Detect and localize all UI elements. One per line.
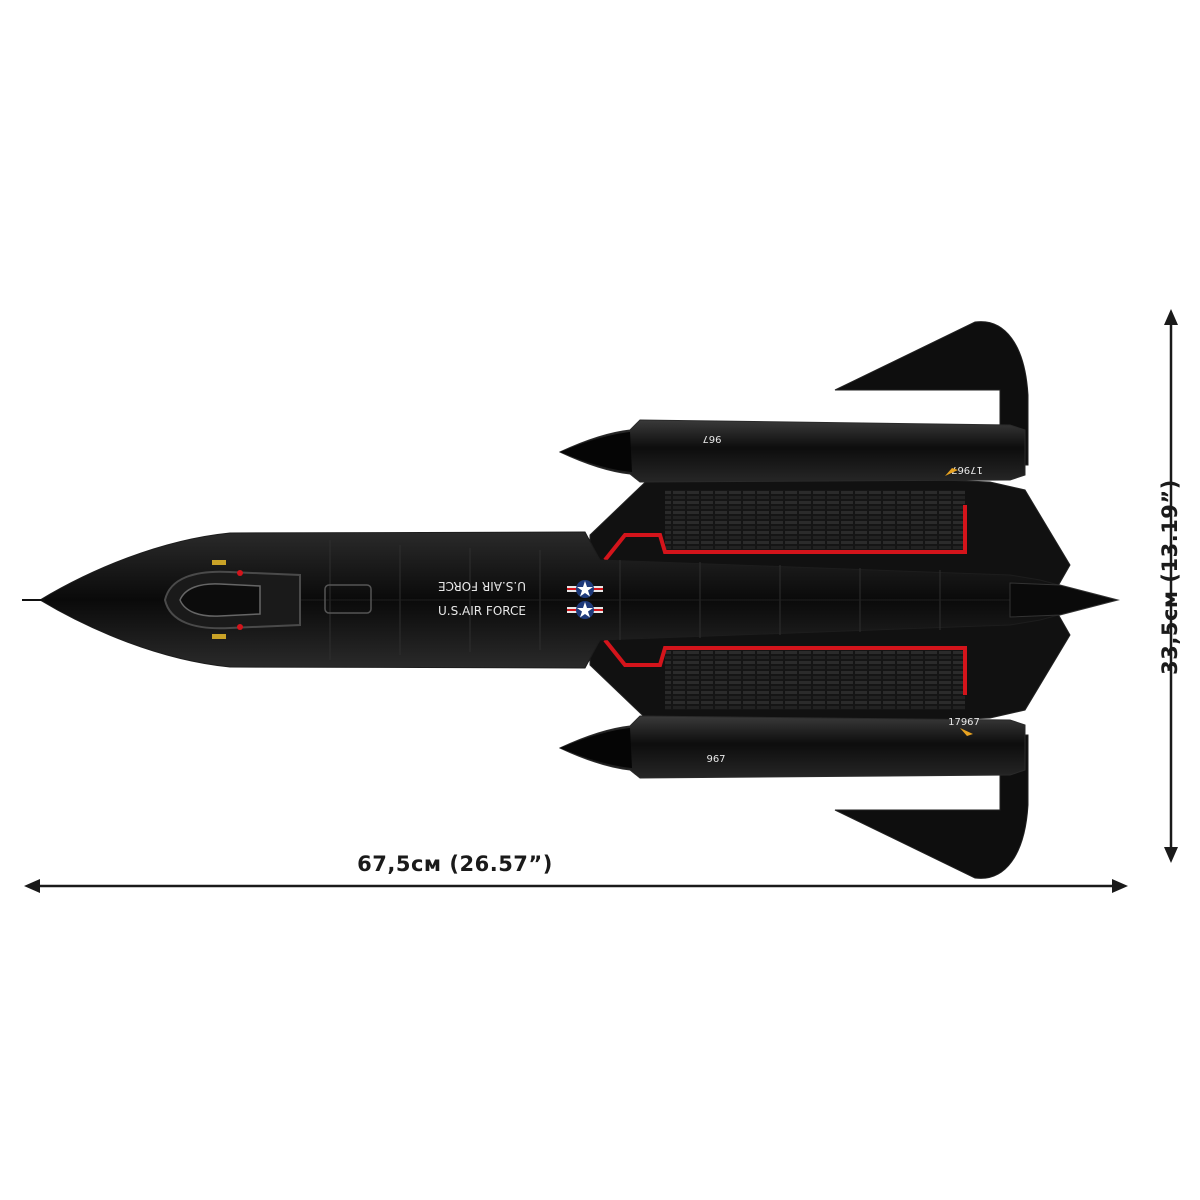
serial-bottom: 17967 <box>948 717 980 728</box>
tail-number-top: 967 <box>702 433 721 444</box>
lower-wing-grille <box>665 650 965 710</box>
canopy-indicator-bottom <box>212 634 226 639</box>
upper-spike-cone <box>560 432 632 472</box>
usaf-marking-top: U.S.AIR FORCE <box>438 579 526 593</box>
lower-red-outline <box>603 638 967 695</box>
usaf-star-roundel-icon <box>567 601 603 619</box>
tail-cone <box>1009 582 1120 618</box>
rear-hatch <box>324 584 372 614</box>
usaf-marking-bottom: U.S.AIR FORCE <box>438 604 526 618</box>
width-dimension-label: 67,5см (26.57”) <box>357 852 553 876</box>
lower-spike-cone <box>560 728 632 768</box>
fuselage-panel-lines <box>240 540 1100 660</box>
tail-number-bottom: 967 <box>706 754 725 765</box>
usaf-star-roundel-icon <box>567 580 603 598</box>
height-dimension-label: 33,5см (13.19”) <box>1158 479 1182 675</box>
width-dimension-line <box>24 879 1128 893</box>
upper-wing-fin <box>834 321 1029 466</box>
lower-wing-fin <box>834 734 1029 879</box>
lower-engine-nacelle <box>558 715 1026 779</box>
canopy-indicator-top <box>212 560 226 565</box>
upper-red-outline <box>603 505 967 562</box>
height-dimension-line <box>1164 309 1178 863</box>
serial-top: 17967 <box>951 464 983 475</box>
upper-engine-nacelle <box>558 419 1026 483</box>
upper-wing-grille <box>665 490 965 550</box>
